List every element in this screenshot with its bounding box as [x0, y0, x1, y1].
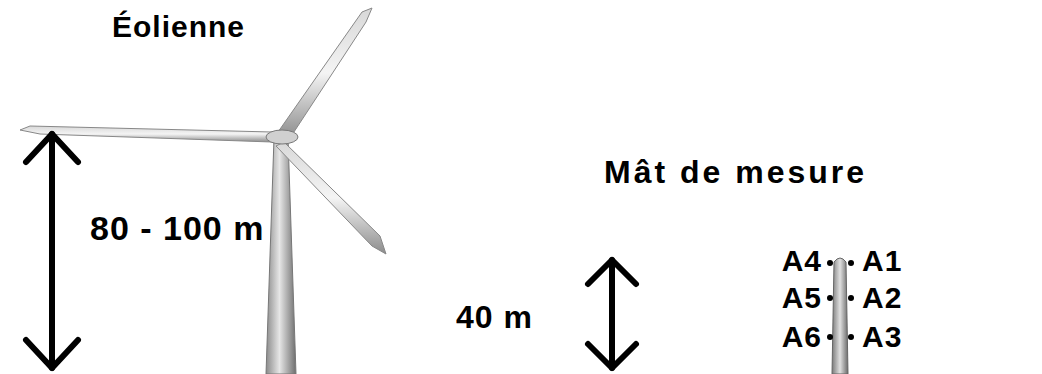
sensor-label: A5 [782, 283, 822, 313]
sensor-label: A4 [782, 246, 822, 276]
dimension-arrow [588, 260, 636, 368]
figure-title: Mât de mesure [604, 156, 867, 188]
sensor-label: A1 [862, 246, 902, 276]
sensor-dots [827, 260, 854, 340]
sensor-label: A3 [862, 322, 902, 352]
tower [266, 138, 296, 374]
measuring-mast [832, 258, 848, 374]
dimension-label: 40 m [456, 301, 533, 333]
blade [278, 8, 372, 138]
sensor-label: A6 [782, 322, 822, 352]
blade [276, 142, 386, 254]
sensor-label: A2 [862, 283, 902, 313]
figure-title: Éolienne [112, 12, 245, 42]
dimension-arrow [26, 134, 78, 368]
dimension-label: 80 - 100 m [90, 211, 264, 245]
hub [266, 130, 298, 144]
